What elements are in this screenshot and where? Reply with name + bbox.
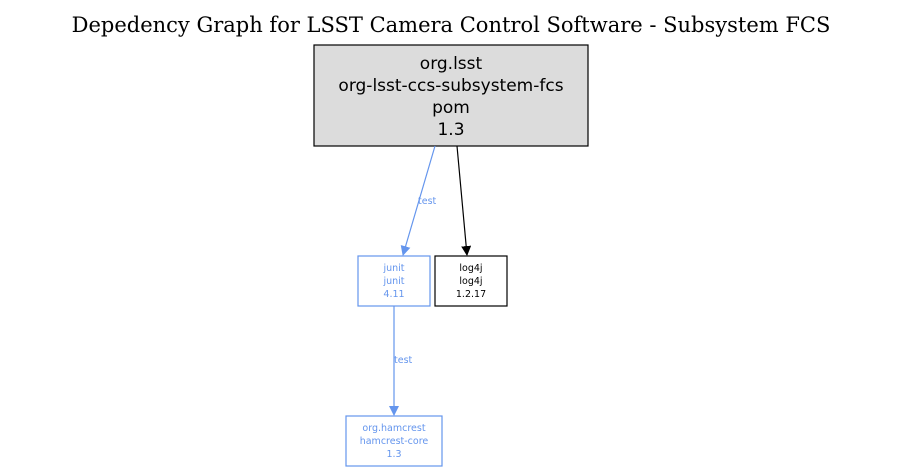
edge-root-log4j-line <box>456 145 472 256</box>
node-log4j-box <box>434 255 508 307</box>
node-log4j-group: log4j <box>459 263 482 274</box>
node-log4j[interactable]: log4j log4j 1.2.17 <box>434 255 508 307</box>
node-root-group: org.lsst <box>420 54 483 74</box>
node-root-artifact: org-lsst-ccs-subsystem-fcs <box>338 76 563 96</box>
node-hamcrest[interactable]: org.hamcrest hamcrest-core 1.3 <box>345 415 443 467</box>
node-log4j-version: 1.2.17 <box>456 289 486 300</box>
node-junit-version: 4.11 <box>383 289 404 300</box>
node-junit-box <box>357 255 431 307</box>
node-hamcrest-artifact: hamcrest-core <box>360 436 429 447</box>
node-root-box <box>313 44 589 147</box>
node-hamcrest-group: org.hamcrest <box>362 423 425 434</box>
node-root-version: 1.3 <box>437 120 464 140</box>
node-junit-group: junit <box>382 263 404 274</box>
node-root[interactable]: org.lsst org-lsst-ccs-subsystem-fcs pom … <box>313 44 589 147</box>
edge-root-junit: test <box>400 145 437 256</box>
edge-root-junit-line <box>400 145 436 256</box>
edge-root-log4j <box>456 145 472 256</box>
edge-junit-hamcrest: test <box>389 306 413 416</box>
edge-root-junit-label: test <box>418 196 437 207</box>
graph-title: Depedency Graph for LSST Camera Control … <box>72 13 831 37</box>
node-junit-artifact: junit <box>382 276 404 287</box>
node-junit[interactable]: junit junit 4.11 <box>357 255 431 307</box>
node-root-packaging: pom <box>432 98 470 118</box>
node-log4j-artifact: log4j <box>459 276 482 287</box>
node-hamcrest-version: 1.3 <box>386 449 401 460</box>
node-hamcrest-box <box>345 415 443 467</box>
edge-junit-hamcrest-label: test <box>394 355 413 366</box>
